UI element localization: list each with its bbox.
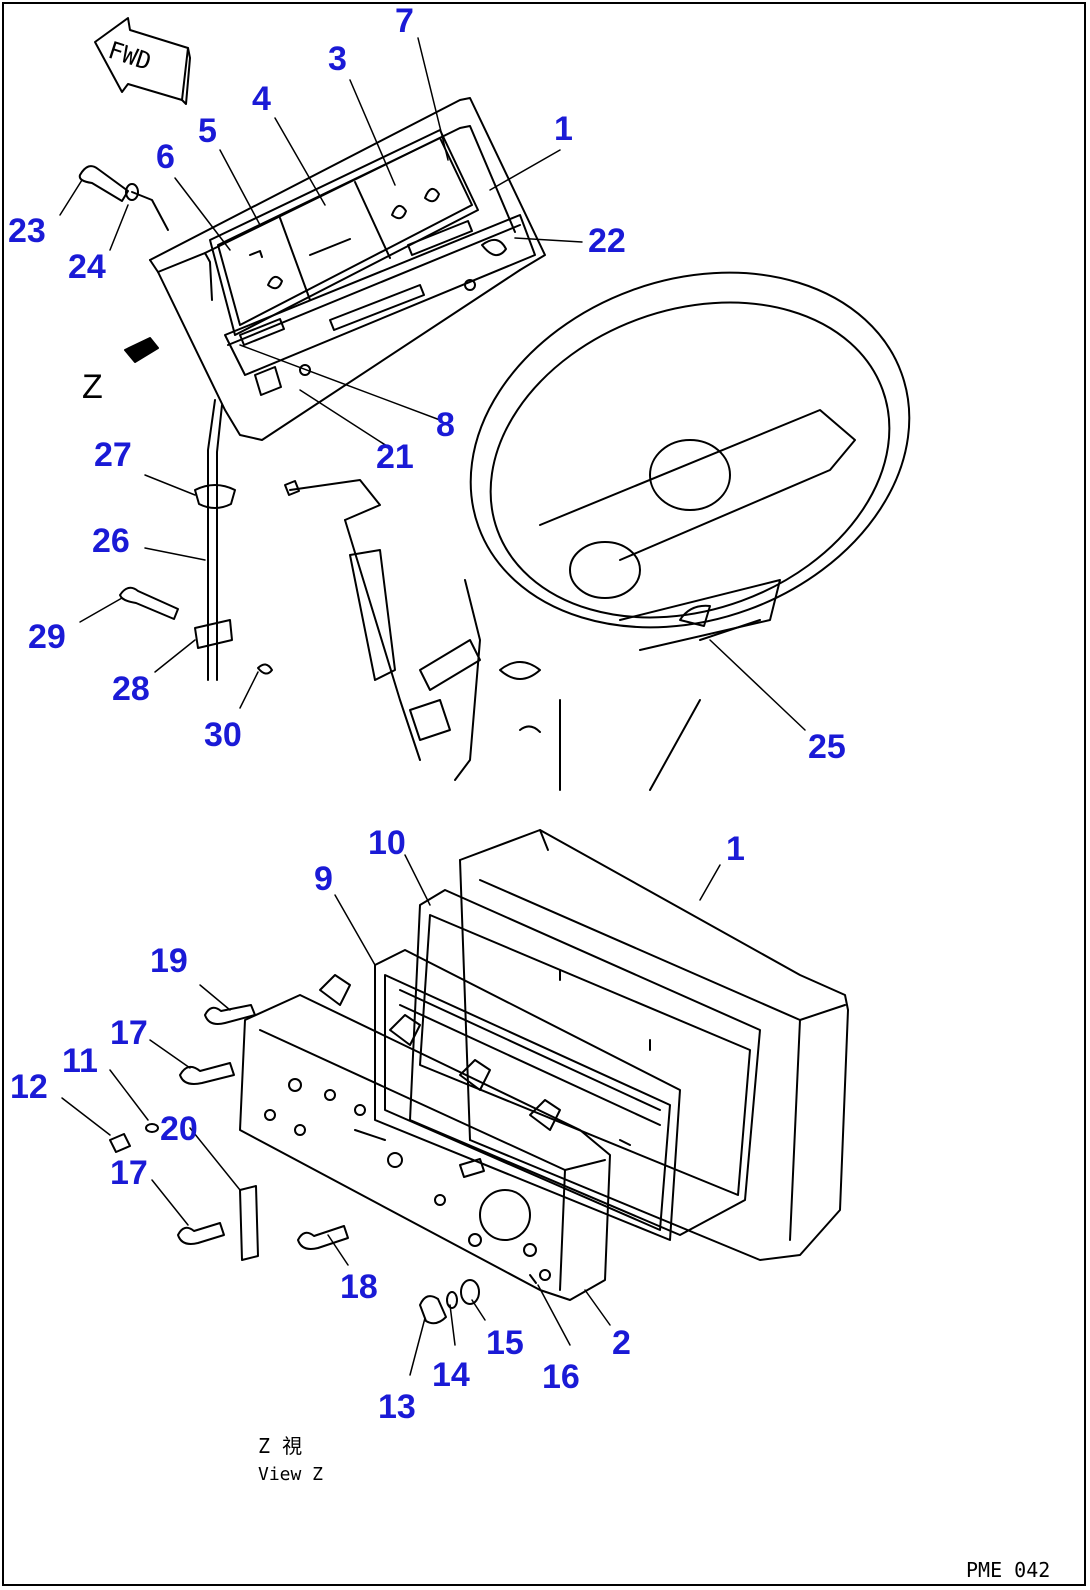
- lower-hardware: [109, 1004, 537, 1325]
- callout-3: 3: [328, 40, 347, 78]
- callout-16: 16: [542, 1358, 580, 1396]
- callout-12: 12: [10, 1068, 48, 1106]
- callout-27: 27: [94, 436, 132, 474]
- view-z-arrow-icon: [124, 337, 159, 363]
- leader-lines-upper: [59, 37, 806, 731]
- callout-25: 25: [808, 728, 846, 766]
- callout-7: 7: [395, 2, 414, 40]
- callout-11: 11: [62, 1042, 98, 1080]
- steering-wheel: [469, 271, 911, 651]
- callout-26: 26: [92, 522, 130, 560]
- callout-21: 21: [376, 438, 414, 476]
- callout-2: 2: [612, 1324, 631, 1362]
- callout-4: 4: [252, 80, 271, 118]
- screw-17-icon: [179, 1062, 235, 1085]
- nut-13-icon: [419, 1295, 447, 1325]
- view-caption-jp: Z 視: [258, 1434, 303, 1458]
- view-caption-en: View Z: [258, 1464, 324, 1485]
- washer-14-icon: [446, 1291, 458, 1309]
- lamp-11-icon: [145, 1123, 159, 1133]
- part-16-icon: [529, 1274, 537, 1284]
- washer-15-icon: [460, 1279, 480, 1305]
- callout-17-lower: 17: [110, 1154, 148, 1192]
- callout-19: 19: [150, 942, 188, 980]
- callout-8: 8: [436, 406, 455, 444]
- upper-instrument-panel: [149, 97, 546, 511]
- callout-9: 9: [314, 860, 333, 898]
- steering-column: [284, 479, 701, 791]
- washer-24-icon: [125, 183, 169, 231]
- callout-5: 5: [198, 112, 217, 150]
- cable-assembly: [119, 484, 273, 681]
- callout-6: 6: [156, 138, 175, 176]
- callout-10: 10: [368, 824, 406, 862]
- callout-20: 20: [160, 1110, 198, 1148]
- screw-18-icon: [297, 1225, 349, 1250]
- lamp-12-icon: [109, 1133, 131, 1153]
- callout-14: 14: [432, 1356, 470, 1394]
- callout-15: 15: [486, 1324, 524, 1362]
- drawing-code: PME 042: [966, 1558, 1051, 1582]
- lower-meter-case: [239, 829, 849, 1301]
- bolt-23-icon: [78, 165, 129, 202]
- screw-19-icon: [204, 1004, 256, 1025]
- callout-1: 1: [554, 110, 573, 148]
- callout-1-lower: 1: [726, 830, 745, 868]
- fwd-arrow-icon: [94, 17, 191, 105]
- callout-29: 29: [28, 618, 66, 656]
- callout-18: 18: [340, 1268, 378, 1306]
- view-z-marker: Z: [82, 368, 103, 406]
- callout-13: 13: [378, 1388, 416, 1426]
- callout-24: 24: [68, 248, 106, 286]
- callout-22: 22: [588, 222, 626, 260]
- callout-23: 23: [8, 212, 46, 250]
- screw-17b-icon: [177, 1222, 225, 1245]
- callout-17-upper: 17: [110, 1014, 148, 1052]
- callout-28: 28: [112, 670, 150, 708]
- callout-30: 30: [204, 716, 242, 754]
- leader-lines-lower: [61, 854, 721, 1376]
- bulb-20-icon: [239, 1185, 259, 1261]
